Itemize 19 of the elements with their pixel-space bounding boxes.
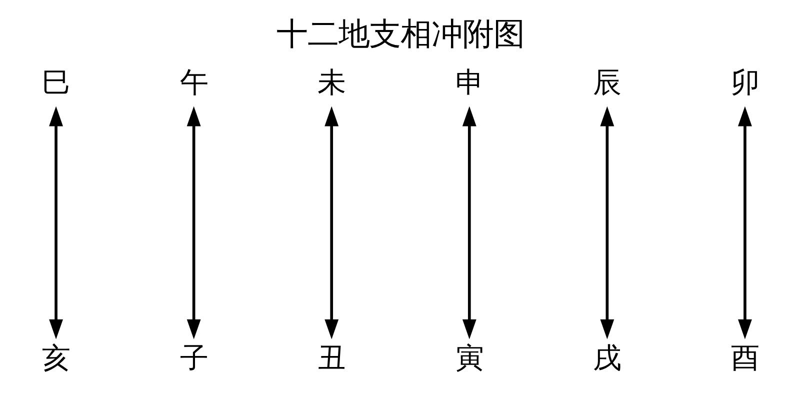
- diagram-title: 十二地支相冲附图: [276, 16, 524, 53]
- node-text: 辰: [592, 66, 621, 100]
- node-text: 卯: [730, 66, 758, 100]
- node-text: 酉: [730, 342, 758, 375]
- node-text: 丑: [317, 342, 346, 375]
- node-text: 未: [317, 66, 346, 100]
- node-text: 寅: [454, 342, 483, 375]
- node-text: 亥: [42, 342, 70, 375]
- node-text: 子: [179, 342, 208, 375]
- arrow: [600, 106, 614, 340]
- arrow: [738, 106, 752, 340]
- arrow: [324, 106, 338, 340]
- arrow: [48, 106, 62, 340]
- arrow: [186, 106, 200, 340]
- node-text: 午: [179, 66, 208, 100]
- node-text: 戌: [592, 342, 621, 375]
- node-text: 申: [454, 66, 483, 100]
- node-text: 巳: [42, 66, 70, 100]
- arrow: [462, 106, 476, 340]
